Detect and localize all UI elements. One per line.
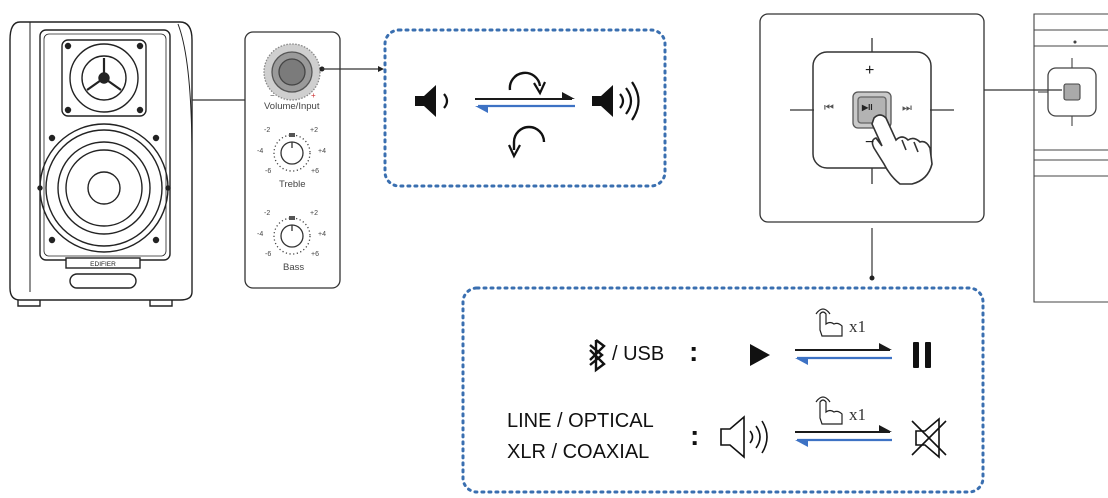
speaker-icon (720, 415, 768, 459)
speaker-brand-text: EDIFIER (90, 261, 116, 268)
pause-icon (913, 342, 931, 368)
volume-callout-box (383, 28, 667, 188)
remote-closeup (759, 13, 985, 223)
volume-minus-label: − (270, 91, 275, 100)
bass-tick: +6 (311, 251, 319, 258)
finger-press-icon (871, 114, 933, 185)
press-count-label: x1 (849, 317, 866, 336)
treble-tick: -2 (264, 127, 271, 134)
remote-prev-label: ⏮ (824, 102, 834, 114)
finger-tap-icon (815, 396, 843, 425)
bass-tick: +2 (310, 210, 318, 217)
rotate-clockwise-icon (508, 71, 547, 96)
remote-plus-label: + (865, 62, 875, 79)
treble-tick: +4 (318, 148, 326, 155)
toggle-arrows (795, 425, 892, 447)
bluetooth-icon (589, 339, 606, 373)
bass-tick: -6 (265, 251, 272, 258)
row1-colon: : (689, 336, 699, 367)
mute-icon (911, 417, 947, 459)
treble-tick: +2 (310, 127, 318, 134)
connector-arrow (319, 66, 384, 72)
line-optical-label: LINE / OPTICAL (507, 410, 654, 432)
tweeter (61, 39, 147, 117)
finger-tap-icon (815, 308, 843, 337)
speaker (9, 21, 193, 307)
woofer (37, 123, 171, 253)
treble-tick: +6 (311, 168, 319, 175)
usb-source-label: / USB (612, 343, 665, 365)
remote-body (1033, 13, 1108, 303)
speaker-low-icon (415, 85, 449, 117)
xlr-coaxial-label: XLR / COAXIAL (507, 441, 650, 463)
remote-minus-label: − (865, 134, 875, 151)
volume-input-label: Volume/Input (264, 101, 320, 112)
play-icon (750, 344, 770, 366)
volume-knob (263, 43, 321, 101)
bass-tick: -4 (257, 231, 264, 238)
rotate-counterclockwise-icon (507, 125, 546, 159)
bass-label: Bass (283, 262, 305, 273)
rear-panel (244, 31, 341, 289)
row2-colon: : (690, 420, 700, 451)
treble-knob (273, 133, 311, 172)
treble-tick: -4 (257, 148, 264, 155)
toggle-arrows (795, 343, 892, 365)
bass-tick: -2 (264, 210, 271, 217)
volume-plus-label: + (311, 91, 316, 100)
swap-arrows (475, 92, 575, 113)
treble-label: Treble (279, 179, 306, 190)
bass-knob (273, 216, 311, 255)
speaker-high-icon (592, 81, 640, 121)
press-count-label: x1 (849, 405, 866, 424)
remote-next-label: ⏭ (902, 102, 912, 114)
playback-callout-box (461, 286, 985, 494)
treble-tick: -6 (265, 168, 272, 175)
remote-play-pause-label: ▶II (862, 103, 873, 112)
bass-tick: +4 (318, 231, 326, 238)
